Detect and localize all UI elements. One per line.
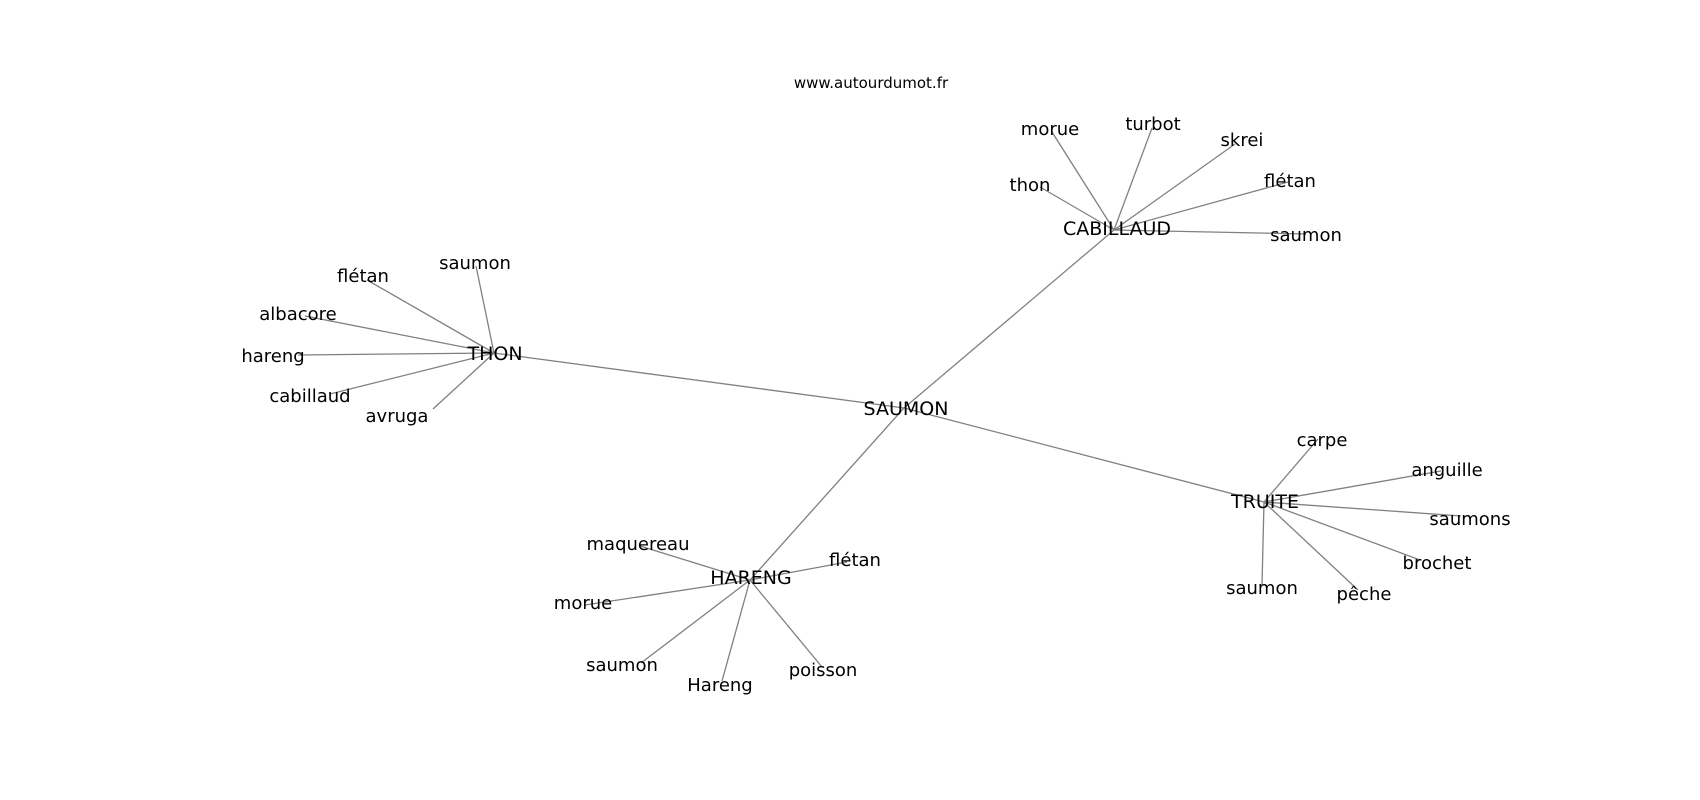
leaf-label-thon-cabillaud[interactable]: cabillaud [269,386,350,407]
leaf-label-cabillaud-saumon[interactable]: saumon [1270,225,1342,246]
edge-cabillaud-leaf-0 [1039,186,1115,231]
edge-truite-leaf-2 [1263,501,1462,517]
leaf-label-thon-albacore[interactable]: albacore [259,304,336,325]
leaf-label-truite-peche[interactable]: pêche [1337,584,1392,605]
edge-truite-leaf-3 [1263,501,1421,561]
leaf-label-hareng-poisson[interactable]: poisson [789,660,858,681]
edge-hareng-leaf-4 [721,579,751,682]
edge-cabillaud-leaf-3 [1113,143,1236,231]
leaf-label-hareng-maquereau[interactable]: maquereau [587,534,690,555]
hub-label-thon[interactable]: THON [466,343,522,365]
leaf-label-truite-saumon[interactable]: saumon [1226,578,1298,599]
edge-center-thon [493,352,905,409]
edge-truite-leaf-4 [1263,501,1359,591]
edge-hareng-leaf-1 [749,561,848,581]
edge-cabillaud-leaf-2 [1113,127,1153,231]
leaf-label-truite-brochet[interactable]: brochet [1403,553,1472,574]
edge-truite-leaf-0 [1263,438,1319,503]
center-node-label[interactable]: SAUMON [864,398,949,420]
edge-center-cabillaud [903,229,1115,409]
edge-thon-leaf-4 [329,352,495,395]
leaf-label-cabillaud-fletan[interactable]: flétan [1264,171,1316,192]
hub-label-truite[interactable]: TRUITE [1230,491,1299,513]
edge-cabillaud-leaf-4 [1113,181,1289,231]
edge-center-truite [903,407,1265,503]
site-label[interactable]: www.autourdumot.fr [794,74,949,92]
leaf-label-truite-anguille[interactable]: anguille [1411,460,1482,481]
hub-label-cabillaud[interactable]: CABILLAUD [1063,218,1171,240]
edge-thon-leaf-2 [304,315,495,354]
edge-hareng-leaf-5 [749,579,823,668]
edge-center-hareng [749,407,905,581]
edges-layer [297,127,1462,682]
edge-hareng-leaf-2 [584,579,751,606]
edge-cabillaud-leaf-1 [1051,131,1115,231]
edge-thon-leaf-3 [297,352,495,356]
leaf-label-thon-avruga[interactable]: avruga [366,406,429,427]
leaf-label-thon-hareng[interactable]: hareng [241,346,304,367]
edge-thon-leaf-5 [432,352,495,410]
leaf-label-hareng-hareng[interactable]: Hareng [687,675,752,696]
edge-truite-leaf-1 [1263,470,1442,503]
edge-truite-leaf-5 [1261,501,1265,586]
leaf-label-truite-saumons[interactable]: saumons [1429,509,1510,530]
edge-thon-leaf-1 [366,279,495,354]
leaf-label-cabillaud-turbot[interactable]: turbot [1125,114,1180,135]
leaf-label-truite-carpe[interactable]: carpe [1297,430,1348,451]
leaf-label-cabillaud-morue[interactable]: morue [1021,119,1079,140]
hub-label-hareng[interactable]: HARENG [710,567,791,589]
leaf-label-thon-fletan[interactable]: flétan [337,266,389,287]
leaf-label-cabillaud-skrei[interactable]: skrei [1221,130,1264,151]
edge-thon-leaf-0 [475,265,495,354]
leaf-label-cabillaud-thon[interactable]: thon [1010,175,1051,196]
leaf-label-thon-saumon[interactable]: saumon [439,253,511,274]
edge-hareng-leaf-0 [639,545,751,581]
leaf-label-hareng-morue[interactable]: morue [554,593,612,614]
edge-hareng-leaf-3 [640,579,751,664]
edge-cabillaud-leaf-5 [1113,229,1307,235]
leaf-label-hareng-saumon[interactable]: saumon [586,655,658,676]
labels-layer: www.autourdumot.fr SAUMON THON saumon fl… [241,74,1510,696]
leaf-label-hareng-fletan[interactable]: flétan [829,550,881,571]
